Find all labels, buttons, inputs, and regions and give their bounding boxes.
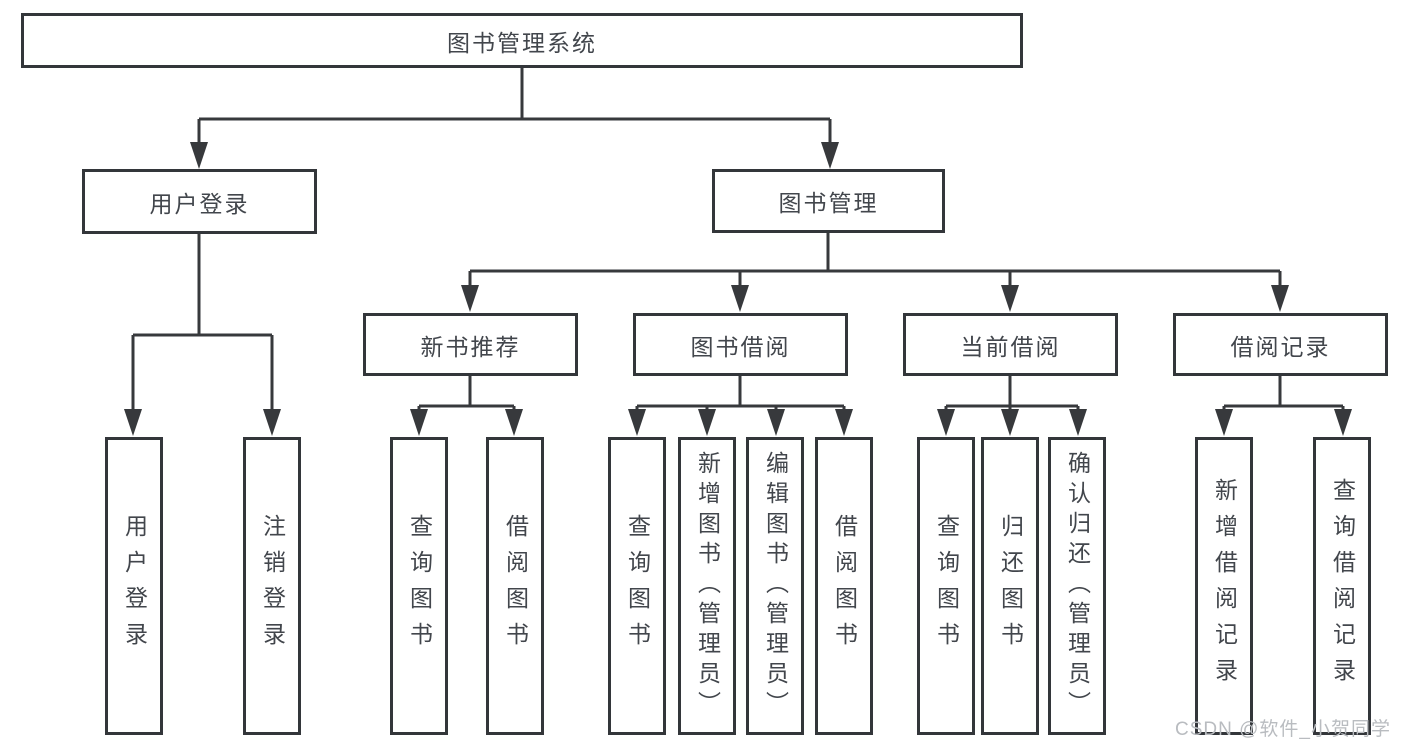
arrow-down-icon [410, 409, 428, 436]
node-borrow-query-books-label: 查询图书 [624, 514, 651, 658]
node-current-borrowing: 当前借阅 [903, 313, 1118, 376]
node-records-query-record: 查询借阅记录 [1313, 437, 1371, 735]
node-new-book-recommend-label: 新书推荐 [420, 333, 521, 360]
arrow-down-icon [505, 409, 523, 436]
node-new-book-recommend: 新书推荐 [363, 313, 578, 376]
node-borrow-add-books-admin: 新增图书（管理员） [678, 437, 736, 735]
node-book-borrowing-label: 图书借阅 [690, 333, 791, 360]
node-current-query-books-label: 查询图书 [933, 514, 960, 658]
node-borrow-add-books-admin-label: 新增图书（管理员） [694, 451, 721, 721]
arrow-down-icon [1001, 285, 1019, 312]
node-current-confirm-return-admin-label: 确认归还（管理员） [1064, 451, 1091, 721]
node-records-add-record-label: 新增借阅记录 [1211, 478, 1238, 694]
arrow-down-icon [835, 409, 853, 436]
node-user-login-label: 用户登录 [121, 514, 148, 658]
arrow-down-icon [124, 409, 142, 436]
node-rec-query-books-label: 查询图书 [406, 514, 433, 658]
node-current-borrowing-label: 当前借阅 [960, 333, 1061, 360]
node-user-login: 用户登录 [105, 437, 163, 735]
node-logout: 注销登录 [243, 437, 301, 735]
arrow-down-icon [767, 409, 785, 436]
arrow-down-icon [1334, 409, 1352, 436]
node-current-return-books-label: 归还图书 [997, 514, 1024, 658]
node-library-management-system-label: 图书管理系统 [447, 29, 597, 56]
arrow-down-icon [190, 142, 208, 169]
node-book-management-label: 图书管理 [778, 190, 879, 216]
node-current-query-books: 查询图书 [917, 437, 975, 735]
node-borrow-records: 借阅记录 [1173, 313, 1388, 376]
arrow-down-icon [698, 409, 716, 436]
node-book-management: 图书管理 [712, 169, 945, 233]
node-rec-borrow-books-label: 借阅图书 [502, 514, 529, 658]
arrow-down-icon [1215, 409, 1233, 436]
node-borrow-borrow-books-label: 借阅图书 [831, 514, 858, 658]
arrow-down-icon [263, 409, 281, 436]
arrow-down-icon [461, 285, 479, 312]
arrow-down-icon [1271, 285, 1289, 312]
arrow-down-icon [1001, 409, 1019, 436]
node-records-add-record: 新增借阅记录 [1195, 437, 1253, 735]
arrow-down-icon [821, 142, 839, 169]
node-rec-borrow-books: 借阅图书 [486, 437, 544, 735]
node-borrow-query-books: 查询图书 [608, 437, 666, 735]
node-current-return-books: 归还图书 [981, 437, 1039, 735]
node-records-query-record-label: 查询借阅记录 [1329, 478, 1356, 694]
node-book-borrowing: 图书借阅 [633, 313, 848, 376]
node-logout-label: 注销登录 [259, 514, 286, 658]
arrow-down-icon [1069, 409, 1087, 436]
node-user-login-group: 用户登录 [82, 169, 317, 234]
node-library-management-system: 图书管理系统 [21, 13, 1023, 68]
arrow-down-icon [628, 409, 646, 436]
node-rec-query-books: 查询图书 [390, 437, 448, 735]
arrow-down-icon [731, 285, 749, 312]
arrow-down-icon [937, 409, 955, 436]
node-borrow-edit-books-admin: 编辑图书（管理员） [746, 437, 804, 735]
node-current-confirm-return-admin: 确认归还（管理员） [1048, 437, 1106, 735]
node-borrow-borrow-books: 借阅图书 [815, 437, 873, 735]
csdn-watermark: CSDN @软件_小贺同学 [1175, 719, 1391, 740]
node-borrow-records-label: 借阅记录 [1230, 333, 1331, 360]
node-borrow-edit-books-admin-label: 编辑图书（管理员） [762, 451, 789, 721]
node-user-login-group-label: 用户登录 [149, 190, 250, 217]
